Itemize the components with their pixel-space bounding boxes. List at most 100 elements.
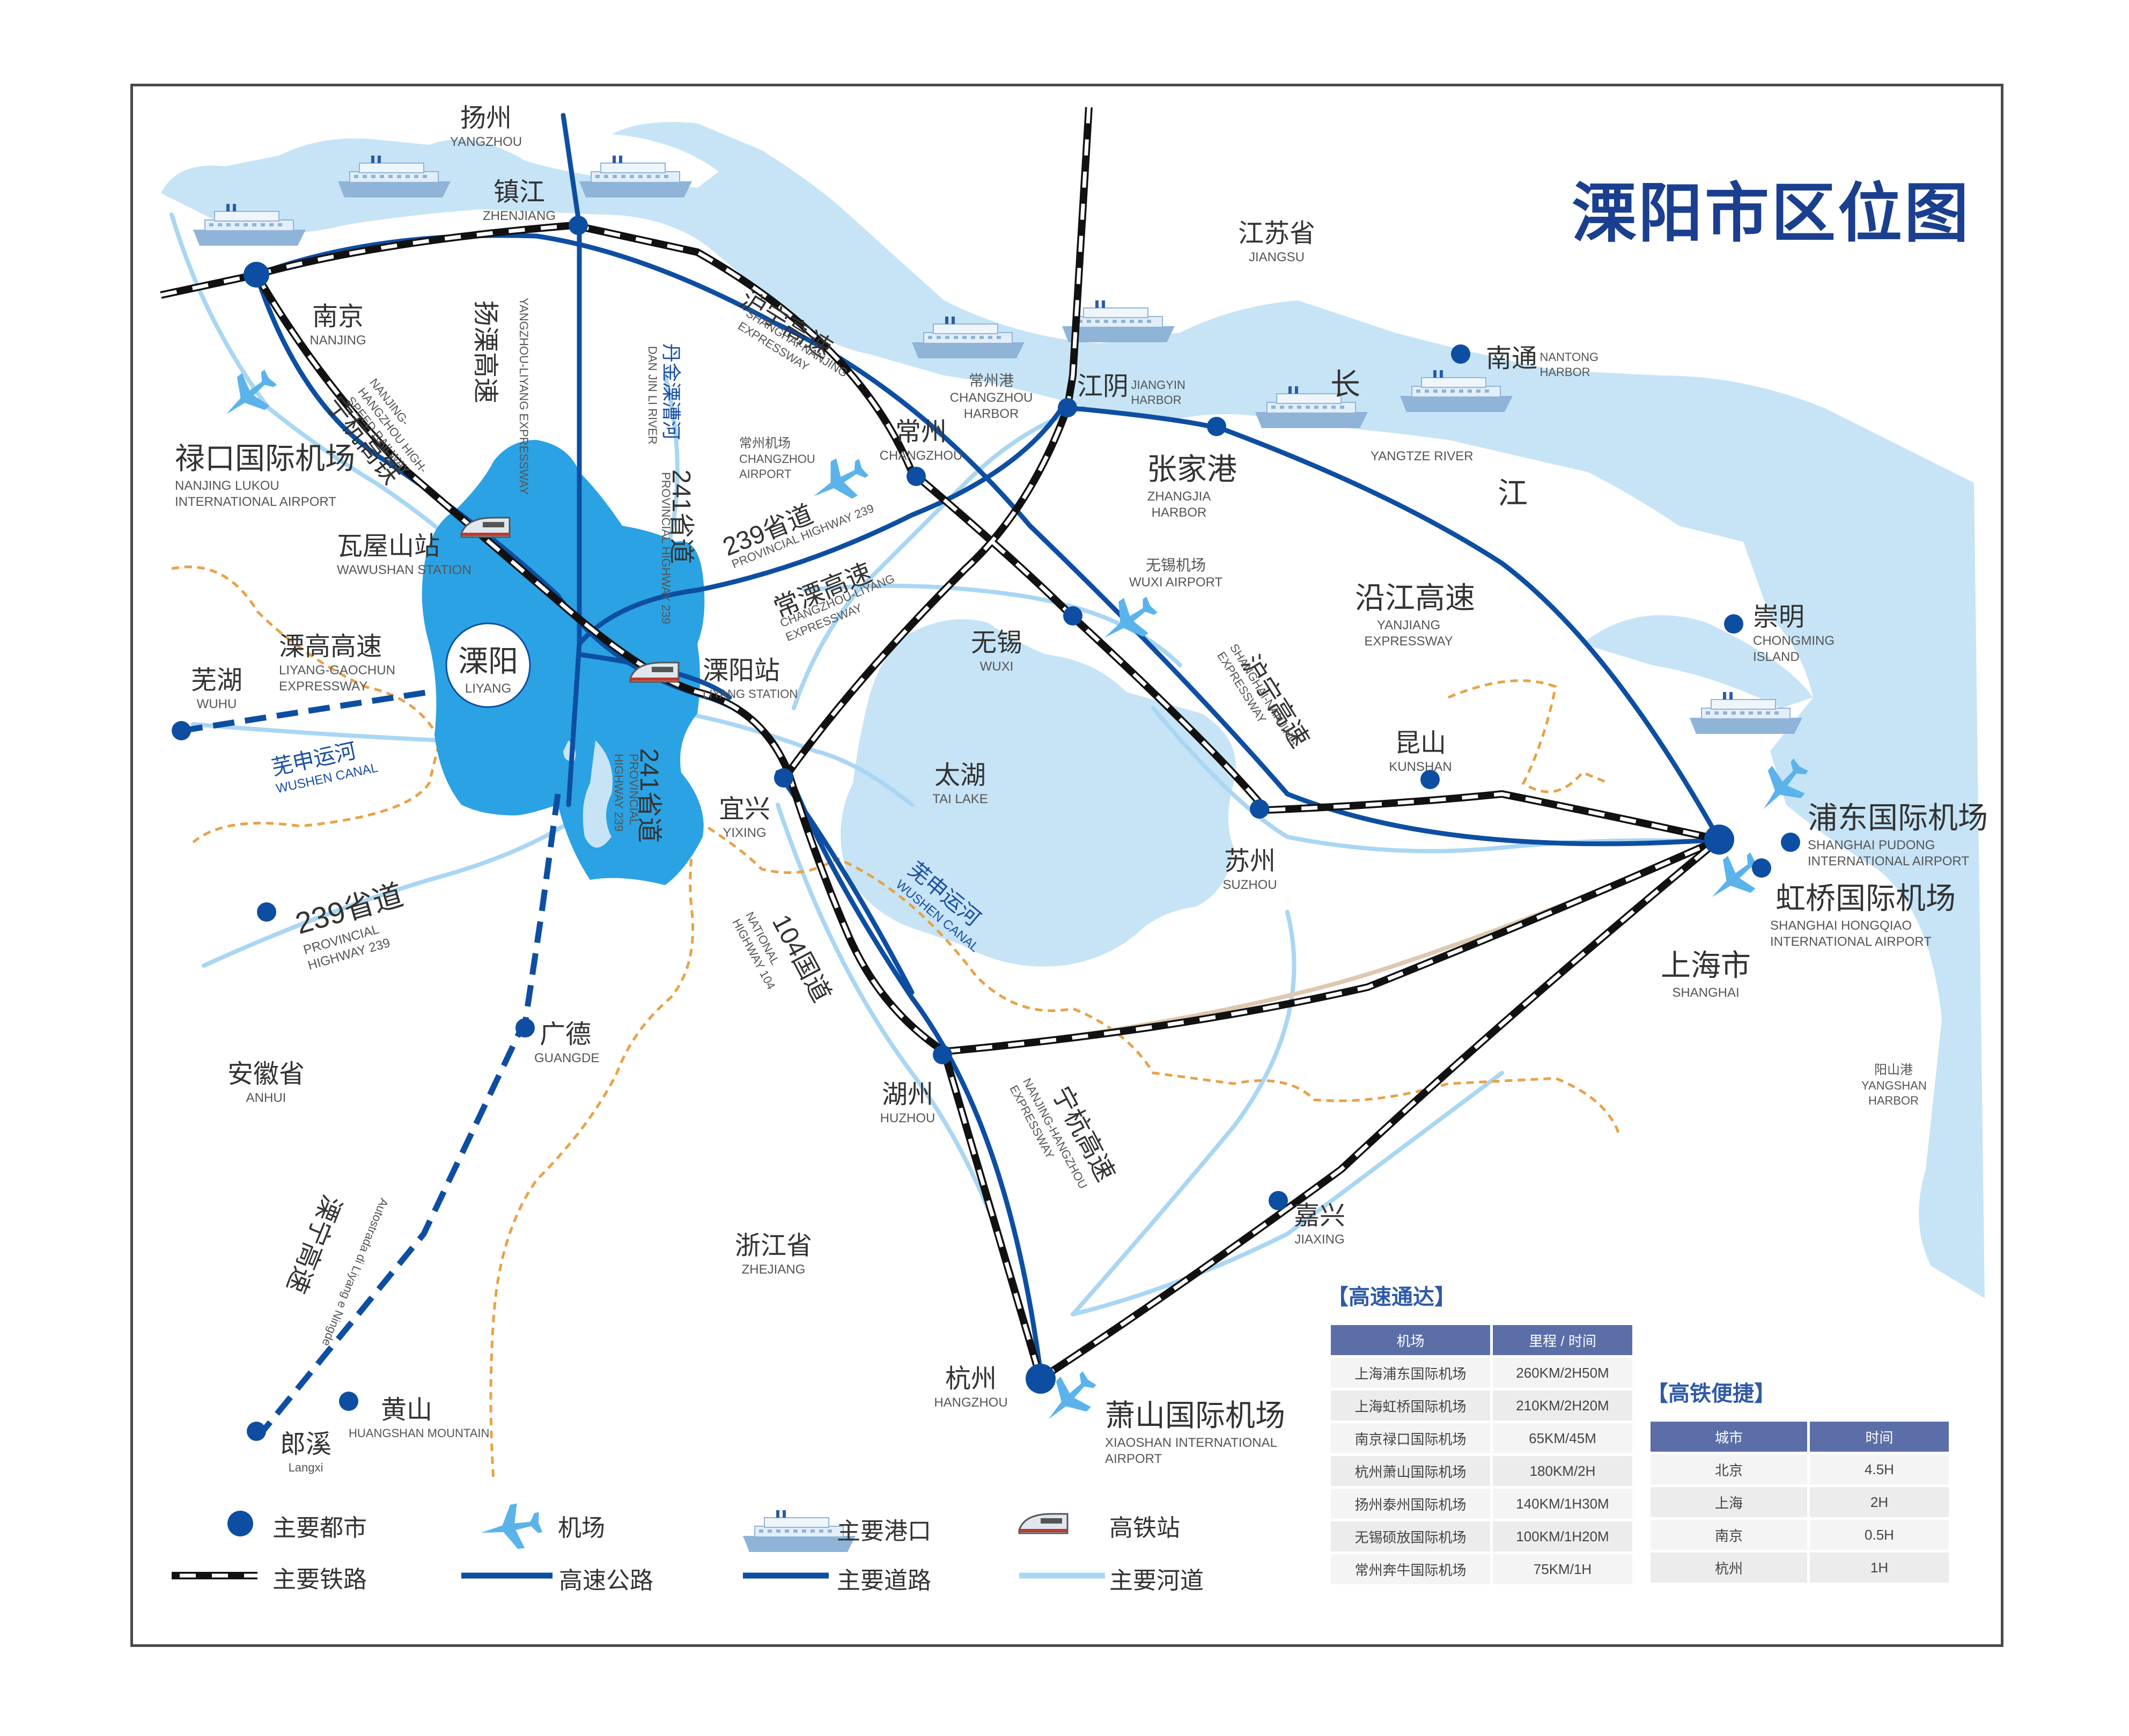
table-header: 里程 / 时间 bbox=[1493, 1325, 1632, 1355]
route-s241-south-en: PROVINCIAL HIGHWAY 239 bbox=[612, 754, 641, 832]
legend-hsr-station: 高铁站 bbox=[1109, 1515, 1180, 1541]
table-cell: 常州奔牛国际机场 bbox=[1331, 1554, 1490, 1584]
yangtze-river bbox=[161, 122, 1985, 1298]
table-cell: 无锡硕放国际机场 bbox=[1331, 1521, 1490, 1551]
table-cell: 南京 bbox=[1651, 1520, 1807, 1550]
legend-waterway: 主要河道 bbox=[1109, 1568, 1204, 1594]
table-cell: 上海虹桥国际机场 bbox=[1331, 1391, 1490, 1421]
table-cell: 4.5H bbox=[1810, 1454, 1949, 1484]
expressway-table-heading: 【高速通达】 bbox=[1327, 1285, 1456, 1309]
table-header: 机场 bbox=[1331, 1325, 1490, 1355]
legend-railway: 主要铁路 bbox=[272, 1566, 367, 1593]
table-cell: 1H bbox=[1810, 1553, 1949, 1583]
legend-city: 主要都市 bbox=[272, 1515, 367, 1541]
hsr-table-heading: 【高铁便捷】 bbox=[1647, 1382, 1776, 1406]
table-header: 城市 bbox=[1651, 1422, 1807, 1452]
map-frame bbox=[130, 84, 2003, 1647]
place-yangtze-2: 江 bbox=[1498, 476, 1528, 510]
route-danjin-canal-en: DAN JIN LI RIVER bbox=[646, 346, 659, 445]
route-s241-north-en: PROVINCIAL HIGHWAY 239 bbox=[659, 472, 673, 624]
place-yangtze-1: 长 bbox=[1330, 367, 1360, 401]
table-cell: 0.5H bbox=[1810, 1520, 1949, 1550]
table-cell: 杭州 bbox=[1651, 1553, 1807, 1583]
table-header: 时间 bbox=[1810, 1422, 1949, 1452]
city-dots bbox=[172, 216, 1800, 1441]
table-cell: 210KM/2H20M bbox=[1493, 1391, 1632, 1421]
legend-graphics bbox=[172, 1500, 1105, 1579]
table-cell: 65KM/45M bbox=[1493, 1423, 1632, 1453]
liyang-city-circle bbox=[445, 622, 531, 708]
route-danjin-canal: 丹金溧漕河 bbox=[660, 343, 682, 440]
table-cell: 140KM/1H30M bbox=[1493, 1489, 1632, 1519]
table-cell: 260KM/2H50M bbox=[1493, 1358, 1632, 1388]
place-jiangyin: 江阴 JIANGYIN HARBOR bbox=[1077, 372, 1185, 407]
legend-main-road: 主要道路 bbox=[837, 1568, 931, 1594]
table-cell: 杭州萧山国际机场 bbox=[1331, 1456, 1490, 1486]
table-cell: 100KM/1H20M bbox=[1493, 1521, 1632, 1551]
legend-port: 主要港口 bbox=[837, 1518, 931, 1544]
place-yangtze-en: YANGTZE RIVER bbox=[1371, 449, 1474, 464]
table-header-row: 城市 时间 bbox=[1651, 1422, 1949, 1452]
route-yangli-expressway: 扬溧高速 bbox=[471, 300, 499, 404]
place-nantong: 南通 NANTONG HARBOR bbox=[1486, 344, 1599, 379]
table-cell: 北京 bbox=[1651, 1454, 1807, 1484]
route-yangli-expressway-en: YANGZHOU-LIYANG EXPRESSWAY bbox=[517, 298, 531, 495]
table-cell: 75KM/1H bbox=[1493, 1554, 1632, 1584]
table-cell: 180KM/2H bbox=[1493, 1456, 1632, 1486]
tai-lake bbox=[841, 619, 1236, 967]
map-title: 溧阳市区位图 bbox=[1572, 176, 1971, 251]
railways bbox=[160, 107, 1722, 1382]
legend-airport: 机场 bbox=[558, 1515, 605, 1541]
liyang-region bbox=[422, 440, 705, 885]
table-cell: 上海浦东国际机场 bbox=[1331, 1358, 1490, 1388]
table-cell: 南京禄口国际机场 bbox=[1331, 1423, 1490, 1453]
table-cell: 2H bbox=[1810, 1487, 1949, 1517]
